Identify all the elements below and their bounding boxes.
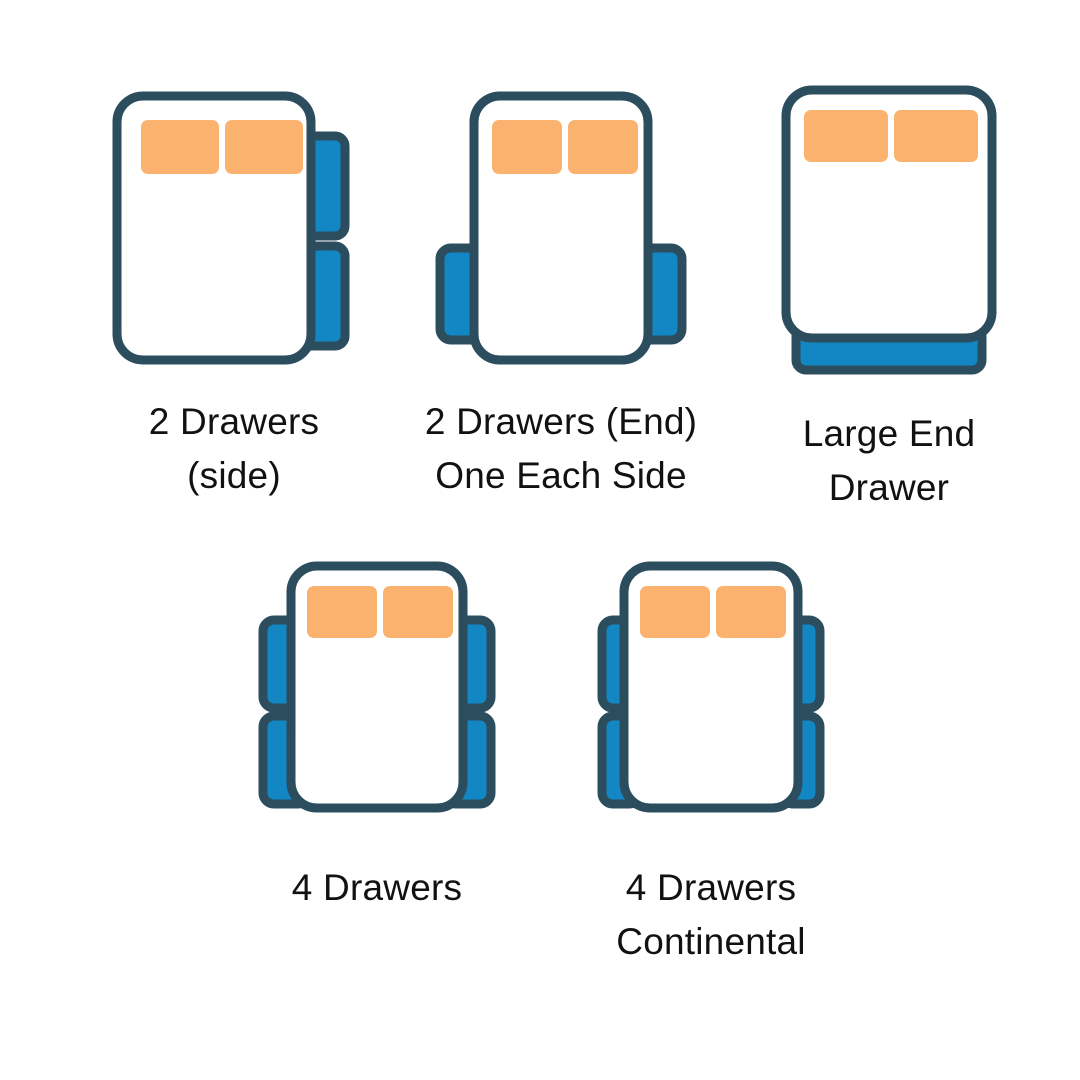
caption-line-1: Large End <box>802 413 976 454</box>
bed-svg <box>258 561 496 813</box>
caption-line-2: (side) <box>187 454 281 496</box>
pillow-left <box>804 110 888 162</box>
pillow-right <box>716 586 786 638</box>
bed-diagram-two-drawers-end <box>430 88 692 373</box>
option-caption: 4 Drawers <box>292 861 462 915</box>
bed-diagram-large-end-drawer <box>778 82 1000 383</box>
pillow-left <box>141 120 219 174</box>
option-caption: 4 Drawers Continental <box>616 861 805 968</box>
bed-diagram-four-drawers-continental <box>592 558 830 821</box>
pillow-left <box>640 586 710 638</box>
option-two-drawers-side[interactable]: 2 Drawers (side) <box>64 88 404 502</box>
bed-svg <box>112 91 350 365</box>
bed-svg <box>781 85 997 375</box>
option-four-drawers-continental[interactable]: 4 Drawers Continental <box>546 558 876 968</box>
option-large-end-drawer[interactable]: Large End Drawer <box>724 82 1054 514</box>
caption-line-1: 2 Drawers <box>148 401 320 442</box>
caption-line-1: 2 Drawers (End) <box>424 401 698 442</box>
option-four-drawers[interactable]: 4 Drawers <box>212 558 542 915</box>
option-caption: 2 Drawers (side) <box>149 395 319 502</box>
caption-line-2: Continental <box>616 920 806 962</box>
caption-line-2: Drawer <box>828 466 950 508</box>
bed-svg <box>435 91 687 365</box>
bed-diagram-four-drawers <box>253 558 501 821</box>
bed-diagram-two-drawers-side <box>109 88 359 373</box>
pillow-left <box>307 586 377 638</box>
pillow-right <box>568 120 638 174</box>
option-caption: 2 Drawers (End) One Each Side <box>425 395 697 502</box>
caption-line-1: 4 Drawers <box>291 867 463 908</box>
pillow-right <box>383 586 453 638</box>
option-two-drawers-end-one-each-side[interactable]: 2 Drawers (End) One Each Side <box>396 88 726 502</box>
pillow-left <box>492 120 562 174</box>
caption-line-2: One Each Side <box>435 454 687 496</box>
pillow-right <box>894 110 978 162</box>
pillow-right <box>225 120 303 174</box>
option-caption: Large End Drawer <box>803 407 976 514</box>
bed-svg <box>597 561 825 813</box>
caption-line-1: 4 Drawers <box>625 867 797 908</box>
